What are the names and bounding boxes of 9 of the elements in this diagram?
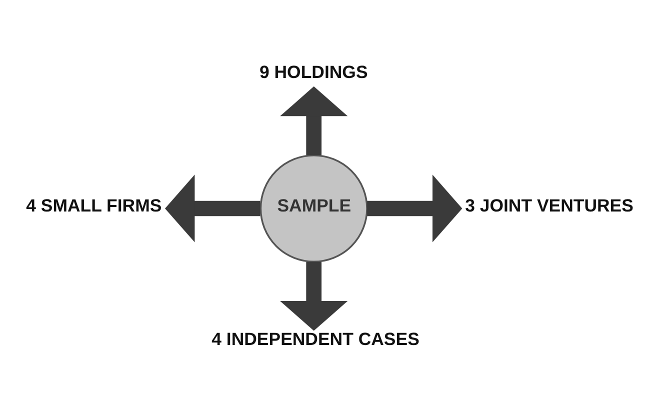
node-text: 4 INDEPENDENT CASES <box>212 328 420 349</box>
node-circle: SAMPLE <box>260 154 368 263</box>
arrow <box>280 86 348 156</box>
arrow <box>280 262 348 331</box>
arrow <box>367 174 462 242</box>
node-text: 9 HOLDINGS <box>259 62 368 82</box>
node-text: 4 SMALL FIRMS <box>26 195 162 216</box>
node-text: 3 JOINT VENTURES <box>465 195 634 216</box>
arrow <box>164 174 260 242</box>
